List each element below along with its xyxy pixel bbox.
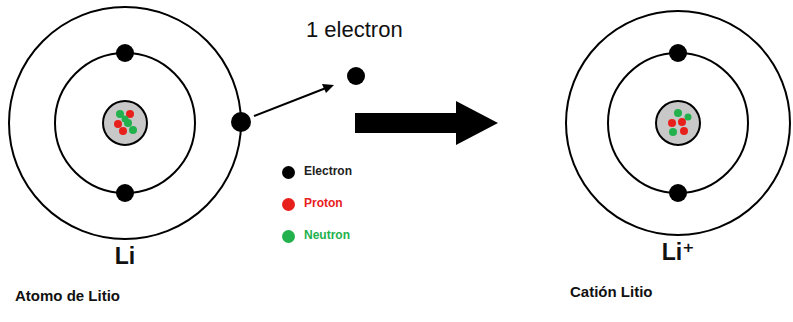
inner-shell: [608, 53, 748, 193]
legend-swatch: [282, 230, 295, 243]
callout-label: 1 electron: [306, 17, 403, 43]
legend-swatch: [282, 166, 295, 179]
electron: [116, 44, 134, 62]
legend-text: Neutron: [304, 228, 350, 242]
outer-shell: [9, 7, 241, 239]
outer-shell: [566, 11, 790, 235]
legend-text: Proton: [304, 196, 343, 210]
leader-arrow: [254, 88, 326, 116]
inner-shell: [55, 53, 195, 193]
nucleus-particles: [668, 109, 692, 136]
electron: [231, 112, 251, 132]
atom-symbol: Li⁺: [662, 239, 695, 266]
electron: [669, 184, 687, 202]
leader-arrowhead: [322, 84, 334, 93]
legend-swatch: [282, 198, 295, 211]
electron: [347, 67, 365, 85]
nucleus: [656, 101, 700, 145]
reaction-arrow: [355, 101, 498, 145]
nucleus-particles: [114, 110, 137, 135]
nucleus: [103, 101, 147, 145]
atom-caption: Atomo de Litio: [15, 287, 120, 304]
electron: [669, 44, 687, 62]
atom-circle: LiAtomo de Litio: [9, 7, 241, 239]
atom-caption: Catión Litio: [570, 283, 653, 300]
electron: [116, 184, 134, 202]
atom-symbol: Li: [115, 243, 135, 270]
atom-circle: Li⁺Catión Litio: [566, 11, 790, 235]
legend-text: Electron: [304, 164, 352, 178]
